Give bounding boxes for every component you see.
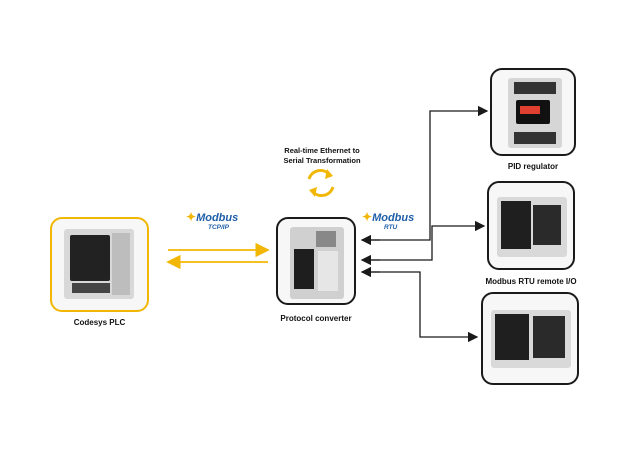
plc-device-image xyxy=(64,229,134,299)
refresh-cycle-icon xyxy=(307,169,335,197)
modbus-rtu-logo: ✦Modbus RTU xyxy=(362,210,415,233)
modbus-star-icon-2: ✦ xyxy=(362,210,373,224)
modbus-star-icon: ✦ xyxy=(186,210,197,224)
plc-label: Codesys PLC xyxy=(73,318,126,327)
pid-device-image xyxy=(508,78,562,148)
lower-io-device-image xyxy=(491,310,571,368)
lower-io-node xyxy=(481,292,579,385)
modbus-tcp-name: Modbus xyxy=(196,212,239,224)
converter-label: Protocol converter xyxy=(280,314,352,323)
pid-label: PID regulator xyxy=(507,162,559,171)
modbus-rtu-sub: RTU xyxy=(384,224,398,231)
link-rtu-io xyxy=(362,220,486,261)
rtu-io-node xyxy=(487,181,575,270)
transform-note-line-2: Serial Transformation xyxy=(283,156,361,165)
converter-device-image xyxy=(290,227,344,299)
rtu-io-label: Modbus RTU remote I/O xyxy=(485,277,577,286)
link-pid xyxy=(362,105,489,241)
link-lower-io xyxy=(362,271,479,343)
modbus-rtu-name: Modbus xyxy=(372,212,415,224)
transform-note: Real-time Ethernet to Serial Transformat… xyxy=(276,146,368,166)
transform-note-line-1: Real-time Ethernet to xyxy=(284,146,360,155)
rtu-io-device-image xyxy=(497,197,567,257)
pid-node xyxy=(490,68,576,156)
modbus-tcp-sub: TCP/IP xyxy=(208,224,229,231)
converter-node xyxy=(276,217,356,305)
plc-node xyxy=(50,217,149,312)
modbus-tcp-logo: ✦Modbus TCP/IP xyxy=(186,210,239,233)
